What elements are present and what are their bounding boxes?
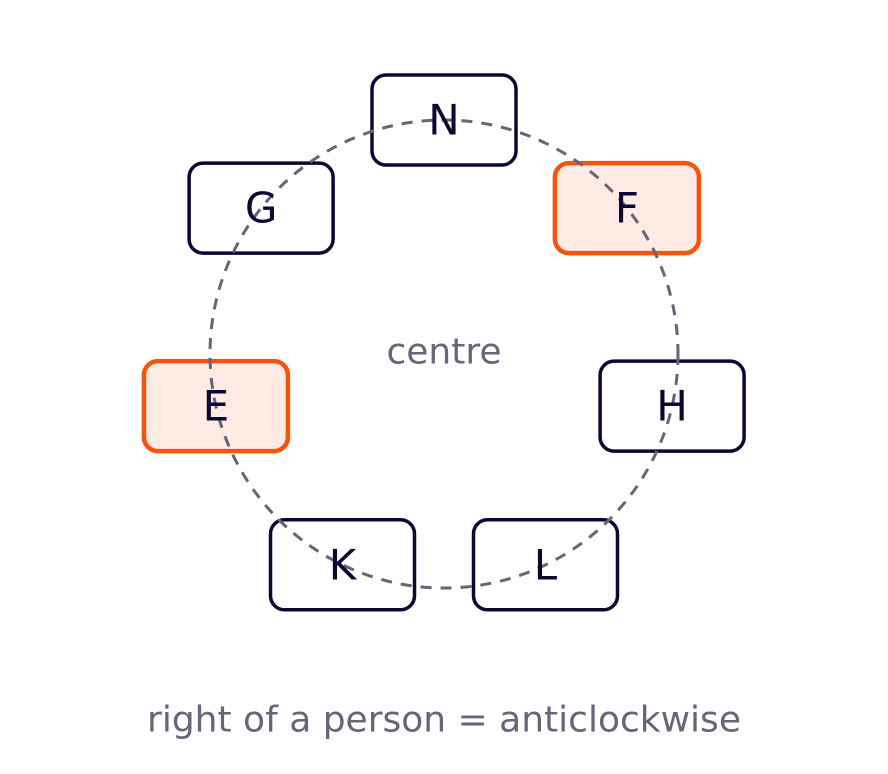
seat-labels: N F H L K E G [203,96,688,590]
seat-label-e: E [203,382,230,431]
seat-boxes [141,73,746,612]
seating-ring [208,118,680,590]
seat-box-k [268,518,417,612]
seat-label-n: N [428,96,459,145]
seat-box-g [187,161,335,255]
caption: right of a person = anticlockwise [147,700,741,741]
seat-label-k: K [329,540,358,589]
seat-label-l: L [534,540,558,589]
seat-label-h: H [656,382,688,431]
seat-box-h [598,359,746,453]
centre-label: centre [386,332,501,373]
seat-box-f [552,160,702,256]
seat-label-f: F [615,184,639,233]
seat-label-g: G [245,184,278,233]
